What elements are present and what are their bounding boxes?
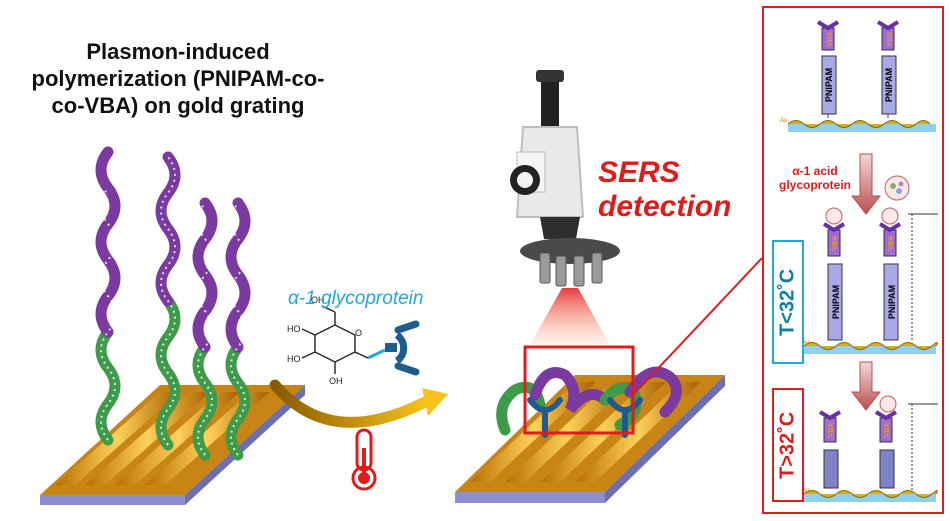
glycoprotein-label: α-1 glycoprotein — [288, 288, 424, 309]
au-label-1: Au — [780, 118, 787, 124]
sers-line-2: detection — [598, 190, 732, 223]
au-label-3: Au — [802, 488, 809, 494]
inset-panel-1: PNIPAM PNIPAM VBA VBA Au — [780, 20, 936, 132]
glucose-labels: OH HO HO OH O — [287, 295, 362, 386]
scheme-title: Plasmon-induced polymerization (PNIPAM-c… — [28, 38, 328, 119]
pnipam-block-1a — [816, 20, 840, 118]
temperature-below-label: T<32˚C — [772, 240, 804, 364]
vba-label-1b: VBA — [887, 32, 894, 47]
temperature-above-label: T>32˚C — [772, 388, 804, 502]
inset-diagram: PNIPAM PNIPAM VBA VBA Au PNIPAM PNIPAM V… — [780, 20, 938, 502]
pnipam-label-1b: PNIPAM — [884, 68, 894, 102]
receptor-icon — [385, 320, 420, 376]
pnipam-label-2b: PNIPAM — [887, 285, 897, 319]
inset-panel-2: PNIPAM PNIPAM VBA VBA Au — [802, 207, 938, 354]
sers-line-1: SERS — [598, 156, 680, 189]
title-line-2: polymerization (PNIPAM-co- — [31, 66, 325, 91]
title-line-1: Plasmon-induced — [86, 39, 270, 64]
pnipam-label-2a: PNIPAM — [831, 285, 841, 319]
title-line-3: co-VBA) on gold grating — [51, 93, 305, 118]
pnipam-label-1a: PNIPAM — [824, 68, 834, 102]
thermometer-icon — [351, 428, 377, 491]
svg-text:HO: HO — [287, 354, 301, 364]
vba-label-3a: VBA — [828, 423, 835, 438]
svg-text:OH: OH — [329, 376, 343, 386]
transfer-arrow — [269, 379, 448, 428]
acid-glycoprotein-label: α-1 acid glycoprotein — [760, 164, 870, 192]
microscope-icon — [510, 70, 620, 345]
inset-panel — [762, 6, 944, 514]
svg-text:OH: OH — [311, 295, 325, 305]
vba-label-2b: VBA — [888, 236, 895, 251]
svg-text:HO: HO — [287, 324, 301, 334]
vba-label-3b: VBA — [884, 423, 891, 438]
au-label-2: Au — [802, 340, 809, 346]
zoom-connector — [632, 257, 763, 396]
step-arrow-1 — [850, 153, 882, 215]
glucose-structure — [301, 305, 386, 374]
pnipam-block-1b — [876, 20, 900, 118]
vba-label-1a: VBA — [827, 32, 834, 47]
glycoprotein-icon — [884, 175, 910, 201]
svg-text:O: O — [355, 328, 362, 338]
bound-receptors — [527, 397, 643, 438]
vba-label-2a: VBA — [832, 236, 839, 251]
sers-label: SERS detection — [598, 156, 731, 224]
detection-zoom-box — [523, 345, 635, 435]
collapsed-polymer — [496, 366, 682, 436]
left-polymer-speckle — [100, 156, 246, 456]
inset-panel-3: VBA VBA Au — [802, 395, 938, 502]
acid-line-2: glycoprotein — [778, 178, 851, 192]
step-arrow-2 — [850, 361, 882, 411]
acid-line-1: α-1 acid — [792, 164, 838, 178]
